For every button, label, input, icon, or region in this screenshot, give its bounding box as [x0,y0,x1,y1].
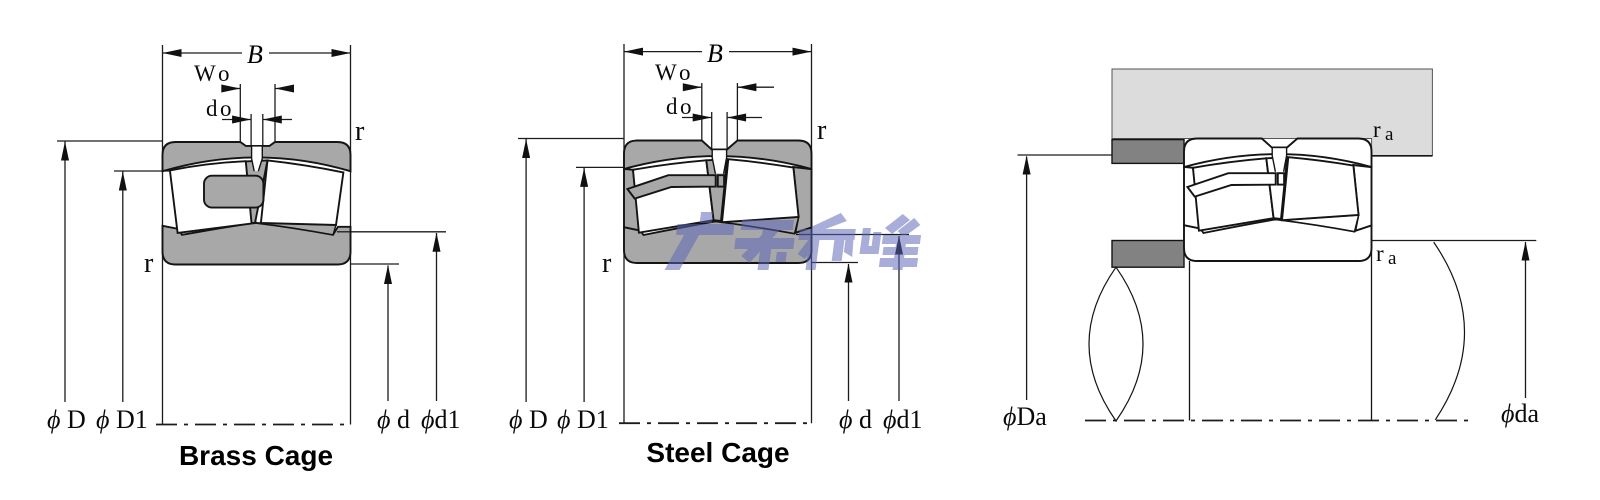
svg-text:r: r [817,115,827,146]
svg-text:Brass Cage: Brass Cage [179,440,333,471]
svg-text:o: o [218,61,230,86]
svg-text:ϕ D: ϕ D [47,405,86,434]
svg-text:W: W [655,60,677,85]
svg-text:o: o [680,94,692,119]
svg-text:o: o [679,60,691,85]
svg-text:ϕ d: ϕ d [377,405,410,434]
svg-text:ϕ D1: ϕ D1 [96,405,148,434]
svg-text:ϕd1: ϕd1 [883,405,922,434]
svg-text:a: a [1388,248,1397,269]
svg-text:ϕd1: ϕd1 [421,405,460,434]
svg-text:r: r [602,248,612,279]
svg-text:r: r [144,248,154,279]
svg-text:ϕ d: ϕ d [839,405,872,434]
svg-text:r: r [1373,117,1381,142]
svg-text:o: o [220,96,232,121]
svg-text:r: r [355,116,365,147]
svg-text:d: d [666,94,678,119]
svg-text:ϕ D1: ϕ D1 [557,405,609,434]
svg-text:B: B [247,40,263,69]
svg-text:ϕ D: ϕ D [509,405,548,434]
svg-text:ϕda: ϕda [1501,399,1539,428]
svg-text:W: W [194,61,216,86]
svg-text:B: B [707,39,723,68]
svg-text:r: r [1376,241,1384,266]
svg-text:Steel Cage: Steel Cage [646,437,789,468]
svg-text:a: a [1385,124,1394,145]
svg-text:d: d [206,96,218,121]
svg-text:ϕDa: ϕDa [1003,402,1047,431]
